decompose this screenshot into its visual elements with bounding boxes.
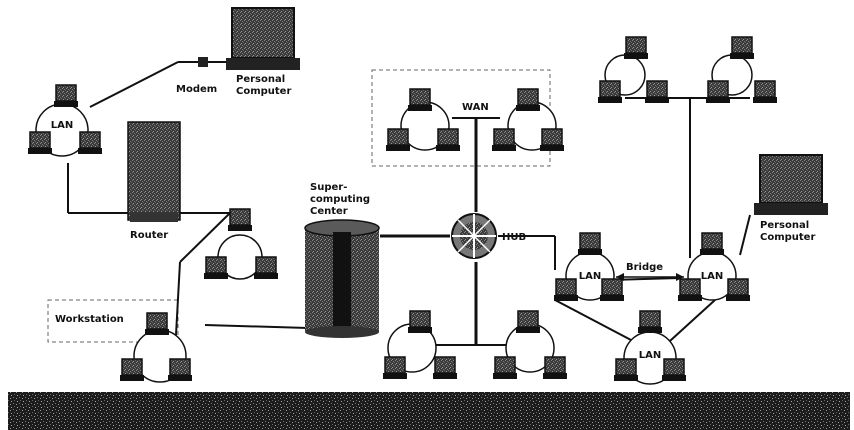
hub-icon bbox=[451, 213, 497, 259]
bridge-label: Bridge bbox=[626, 262, 663, 273]
terminal-icon bbox=[253, 256, 279, 280]
supercomputing-label: Super- bbox=[310, 182, 347, 193]
bottom-band bbox=[8, 392, 850, 430]
terminal-icon bbox=[385, 128, 411, 152]
terminal-icon bbox=[432, 356, 458, 380]
lan-label-bottom-right: LAN bbox=[639, 350, 661, 361]
terminal-icon bbox=[53, 84, 79, 108]
terminal-icon bbox=[203, 256, 229, 280]
terminal-icon bbox=[382, 356, 408, 380]
bridge-arrow bbox=[616, 273, 684, 281]
terminal-icon bbox=[27, 131, 53, 155]
terminal-icon bbox=[515, 310, 541, 334]
terminal-icon bbox=[492, 356, 518, 380]
terminal-icon bbox=[577, 232, 603, 256]
personal-computer-top-label: Personal bbox=[236, 74, 285, 85]
terminal-icon bbox=[623, 36, 649, 60]
terminal-icon bbox=[725, 278, 751, 302]
modem-label: Modem bbox=[176, 84, 217, 95]
terminal-icon bbox=[515, 88, 541, 112]
hub-label: HUB bbox=[502, 232, 526, 243]
personal-computer-top-icon bbox=[226, 7, 300, 70]
terminal-icon bbox=[637, 310, 663, 334]
router-label: Router bbox=[130, 230, 168, 241]
terminal-icon bbox=[119, 358, 145, 382]
personal-computer-right-label: Personal bbox=[760, 220, 809, 231]
supercomputing-center-icon bbox=[304, 219, 380, 338]
terminal-icon bbox=[144, 312, 170, 336]
supercomputing-label: computing bbox=[310, 194, 370, 205]
terminal-icon bbox=[491, 128, 517, 152]
terminal-icon bbox=[227, 208, 253, 232]
modem-icon bbox=[198, 57, 208, 67]
terminal-icon bbox=[77, 131, 103, 155]
terminal-icon bbox=[677, 278, 703, 302]
terminal-icon bbox=[539, 128, 565, 152]
lan-label-top-left: LAN bbox=[51, 120, 73, 131]
lan-label-bridge-left: LAN bbox=[579, 271, 601, 282]
terminal-icon bbox=[407, 88, 433, 112]
terminal-icon bbox=[435, 128, 461, 152]
terminal-icon bbox=[752, 80, 778, 104]
personal-computer-right-icon bbox=[754, 154, 828, 215]
personal-computer-right-label: Computer bbox=[760, 232, 815, 243]
terminal-icon bbox=[407, 310, 433, 334]
workstation-label: Workstation bbox=[55, 314, 124, 325]
router-icon bbox=[127, 121, 181, 222]
terminal-icon bbox=[729, 36, 755, 60]
terminal-icon bbox=[613, 358, 639, 382]
terminal-icon bbox=[599, 278, 625, 302]
supercomputing-label: Center bbox=[310, 206, 348, 217]
terminal-icon bbox=[661, 358, 687, 382]
terminal-icon bbox=[644, 80, 670, 104]
workstation-boundary bbox=[47, 299, 179, 343]
lan-label-bridge-right: LAN bbox=[701, 271, 723, 282]
terminal-icon bbox=[167, 358, 193, 382]
terminal-icon bbox=[542, 356, 568, 380]
terminal-icon bbox=[553, 278, 579, 302]
terminal-icon bbox=[705, 80, 731, 104]
wan-label: WAN bbox=[462, 102, 489, 113]
personal-computer-top-label: Computer bbox=[236, 86, 291, 97]
terminal-icon bbox=[699, 232, 725, 256]
terminal-icon bbox=[597, 80, 623, 104]
